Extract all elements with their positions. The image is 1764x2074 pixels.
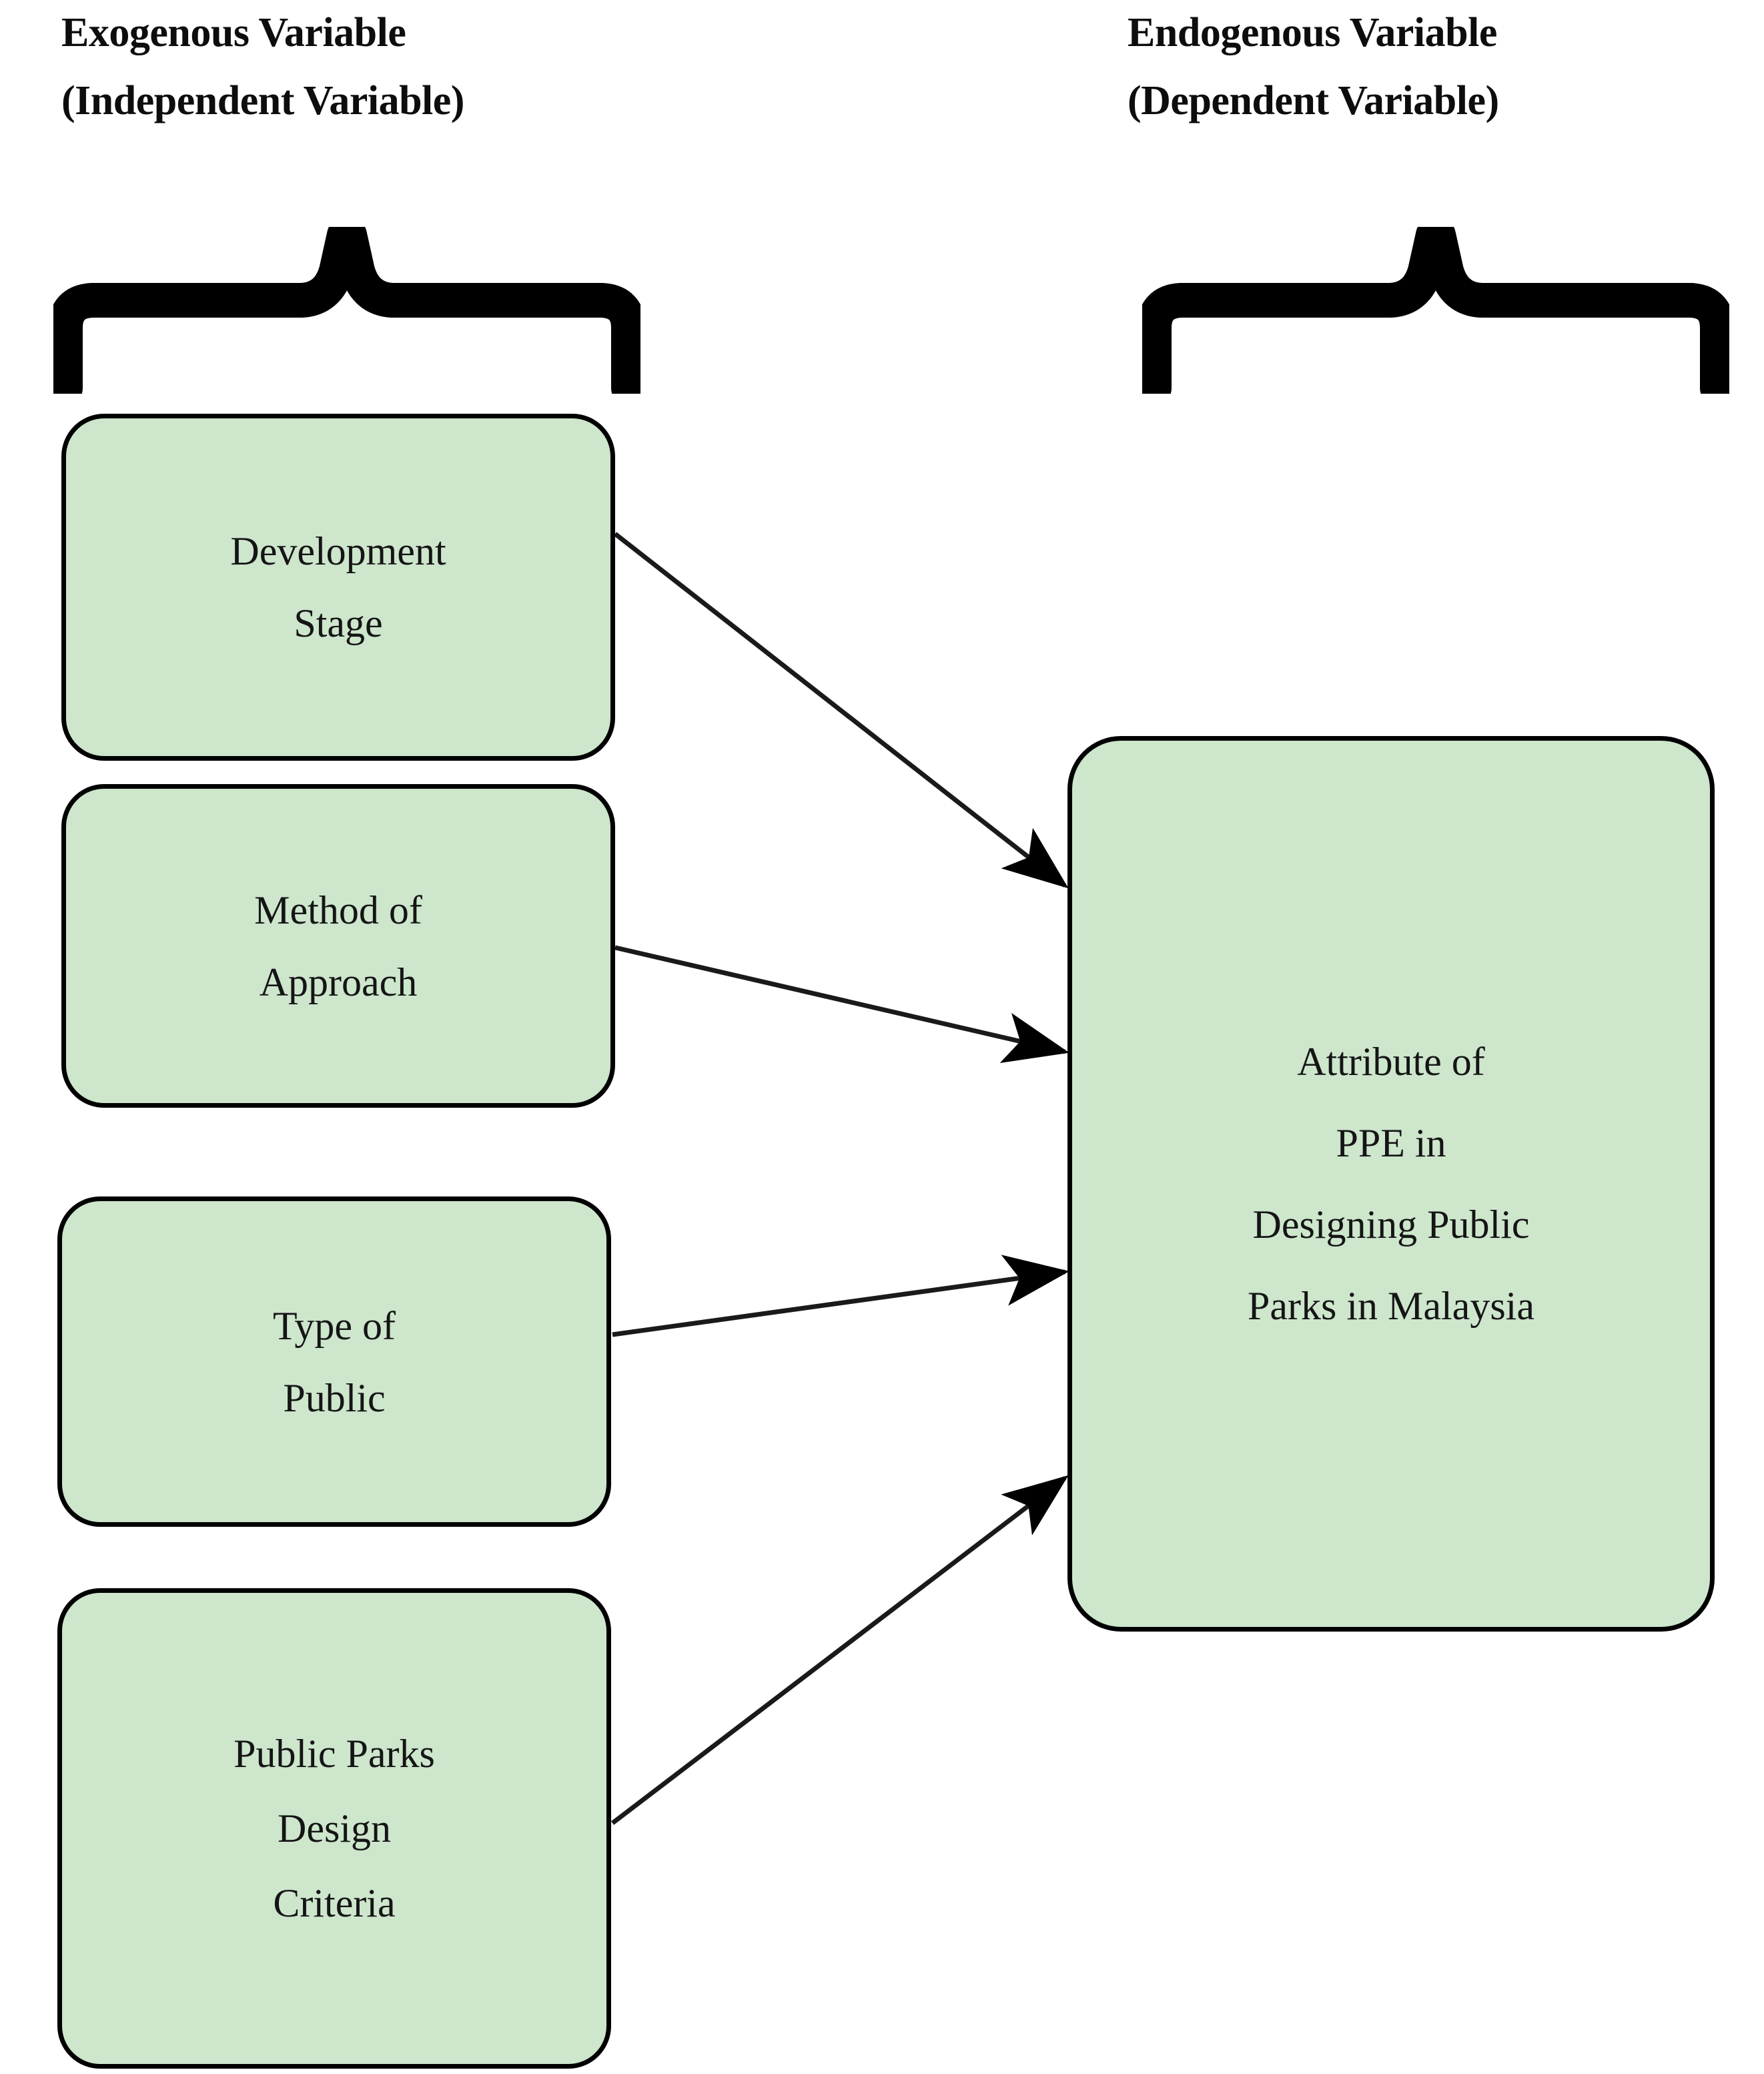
node-type-of-public[interactable]: Type of Public — [57, 1196, 611, 1527]
node-label-line-1: Attribute of — [1297, 1040, 1485, 1084]
exogenous-variable-header: Exogenous Variable (Independent Variable… — [61, 12, 464, 121]
node-label-line-2: Design — [278, 1806, 391, 1850]
endogenous-variable-header: Endogenous Variable (Dependent Variable) — [1128, 12, 1499, 121]
node-label-line-2: Approach — [259, 960, 418, 1004]
edge-type-of-public-to-attribute — [612, 1255, 1069, 1337]
dependent-variable-subtitle: (Dependent Variable) — [1128, 78, 1499, 123]
node-label-line-3: Designing Public — [1252, 1202, 1530, 1247]
node-label-line-1: Type of — [272, 1303, 396, 1348]
node-development-stage[interactable]: Development Stage — [61, 414, 615, 761]
independent-variable-subtitle: (Independent Variable) — [61, 78, 464, 123]
node-label-line-4: Parks in Malaysia — [1248, 1284, 1534, 1328]
node-label-line-2: PPE in — [1336, 1121, 1446, 1165]
node-label-line-1: Public Parks — [234, 1732, 435, 1776]
left-brace-icon — [53, 227, 640, 394]
exogenous-variable-title: Exogenous Variable — [61, 10, 406, 55]
node-label-line-1: Method of — [254, 888, 422, 932]
node-label-line-2: Stage — [294, 601, 383, 645]
node-public-parks-design-criteria[interactable]: Public Parks Design Criteria — [57, 1588, 611, 2069]
node-label-line-1: Development — [230, 529, 446, 573]
edge-development-stage-to-attribute — [613, 532, 1069, 889]
node-label-line-3: Criteria — [273, 1881, 396, 1925]
right-brace-icon — [1142, 227, 1729, 394]
node-label-line-2: Public — [283, 1375, 386, 1420]
edge-method-of-approach-to-attribute — [614, 945, 1069, 1063]
edge-design-criteria-to-attribute — [610, 1475, 1069, 1825]
node-method-of-approach[interactable]: Method of Approach — [61, 784, 615, 1108]
endogenous-variable-title: Endogenous Variable — [1128, 10, 1497, 55]
node-attribute-of-ppe[interactable]: Attribute of PPE in Designing Public Par… — [1067, 736, 1715, 1632]
